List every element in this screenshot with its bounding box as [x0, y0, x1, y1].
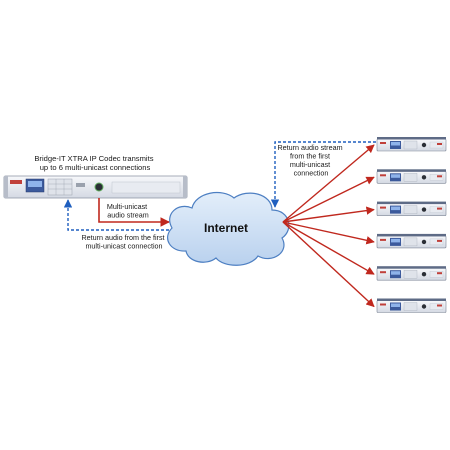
main-unit-caption-line: Bridge-IT XTRA IP Codec transmits	[34, 154, 153, 163]
outgoing-stream-label: Multi-unicast audio stream	[107, 202, 149, 220]
fanout-arrows	[282, 144, 375, 308]
return-label-left-line: multi-unicast connection	[85, 242, 162, 251]
stream-arrow-to-remote	[282, 176, 375, 223]
return-label-right-line: multi-unicast	[290, 160, 330, 169]
main-codec-unit	[3, 175, 188, 199]
outgoing-stream-label-line: Multi-unicast	[107, 202, 147, 211]
stream-arrow-to-remote	[282, 206, 375, 223]
remote-codec-unit	[376, 169, 447, 184]
return-label-right-line: from the first	[290, 152, 330, 161]
return-audio-arrow-left	[63, 199, 169, 231]
remote-codec-unit	[376, 233, 447, 249]
stream-arrow-to-remote	[282, 221, 375, 308]
return-label-right: Return audio stream from the first multi…	[277, 143, 344, 178]
cloud-label: Internet	[204, 221, 248, 235]
remote-codec-unit	[376, 298, 447, 313]
main-unit-caption: Bridge-IT XTRA IP Codec transmits up to …	[34, 154, 155, 172]
return-label-left: Return audio from the first multi-unicas…	[81, 233, 166, 251]
remote-codec-unit	[376, 266, 447, 281]
return-audio-arrow-right	[270, 141, 376, 208]
outgoing-stream-arrow	[98, 198, 170, 227]
stream-arrow-to-remote	[282, 144, 375, 223]
remote-codec-unit	[376, 137, 447, 152]
stream-arrow-to-remote	[282, 221, 375, 275]
return-label-right-line: Return audio stream	[277, 143, 342, 152]
main-unit-caption-line: up to 6 multi-unicast connections	[40, 163, 151, 172]
remote-codec-unit	[376, 201, 447, 216]
stream-arrow-to-remote	[282, 221, 375, 245]
return-label-right-line: connection	[294, 169, 329, 178]
remote-units	[376, 137, 447, 313]
return-label-left-line: Return audio from the first	[81, 233, 164, 242]
outgoing-stream-label-line: audio stream	[107, 211, 149, 220]
internet-cloud: Internet	[167, 191, 290, 266]
